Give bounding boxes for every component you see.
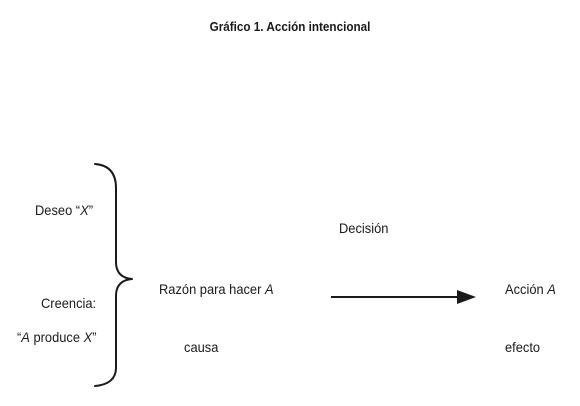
reason-label: Razón para hacer A (159, 282, 274, 296)
decision-label: Decisión (339, 220, 389, 236)
decision-arrow-head (457, 290, 476, 304)
right-curly-brace (94, 163, 133, 387)
diagram-title: Gráfico 1. Acción intencional (209, 19, 371, 34)
desire-var-x: X (80, 202, 89, 218)
action-var-a: A (547, 281, 556, 297)
action-text: Acción (505, 281, 548, 297)
belief-middle: produce (29, 329, 84, 345)
cause-label: causa (184, 339, 219, 355)
belief-close-quote: ” (92, 329, 97, 345)
belief-open-quote: “ (17, 329, 22, 345)
desire-label: Deseo “X” (35, 203, 93, 217)
reason-var-a: A (264, 281, 274, 297)
belief-var-x: X (83, 329, 93, 345)
desire-suffix: ” (88, 202, 94, 218)
effect-label: efecto (505, 339, 541, 355)
reason-text: Razón para hacer (159, 281, 265, 297)
belief-var-a: A (21, 329, 30, 345)
desire-prefix: Deseo “ (35, 202, 81, 218)
belief-label: Creencia: (41, 295, 97, 311)
action-label: Acción A (505, 282, 556, 296)
belief-statement: “A produce X” (17, 330, 96, 344)
